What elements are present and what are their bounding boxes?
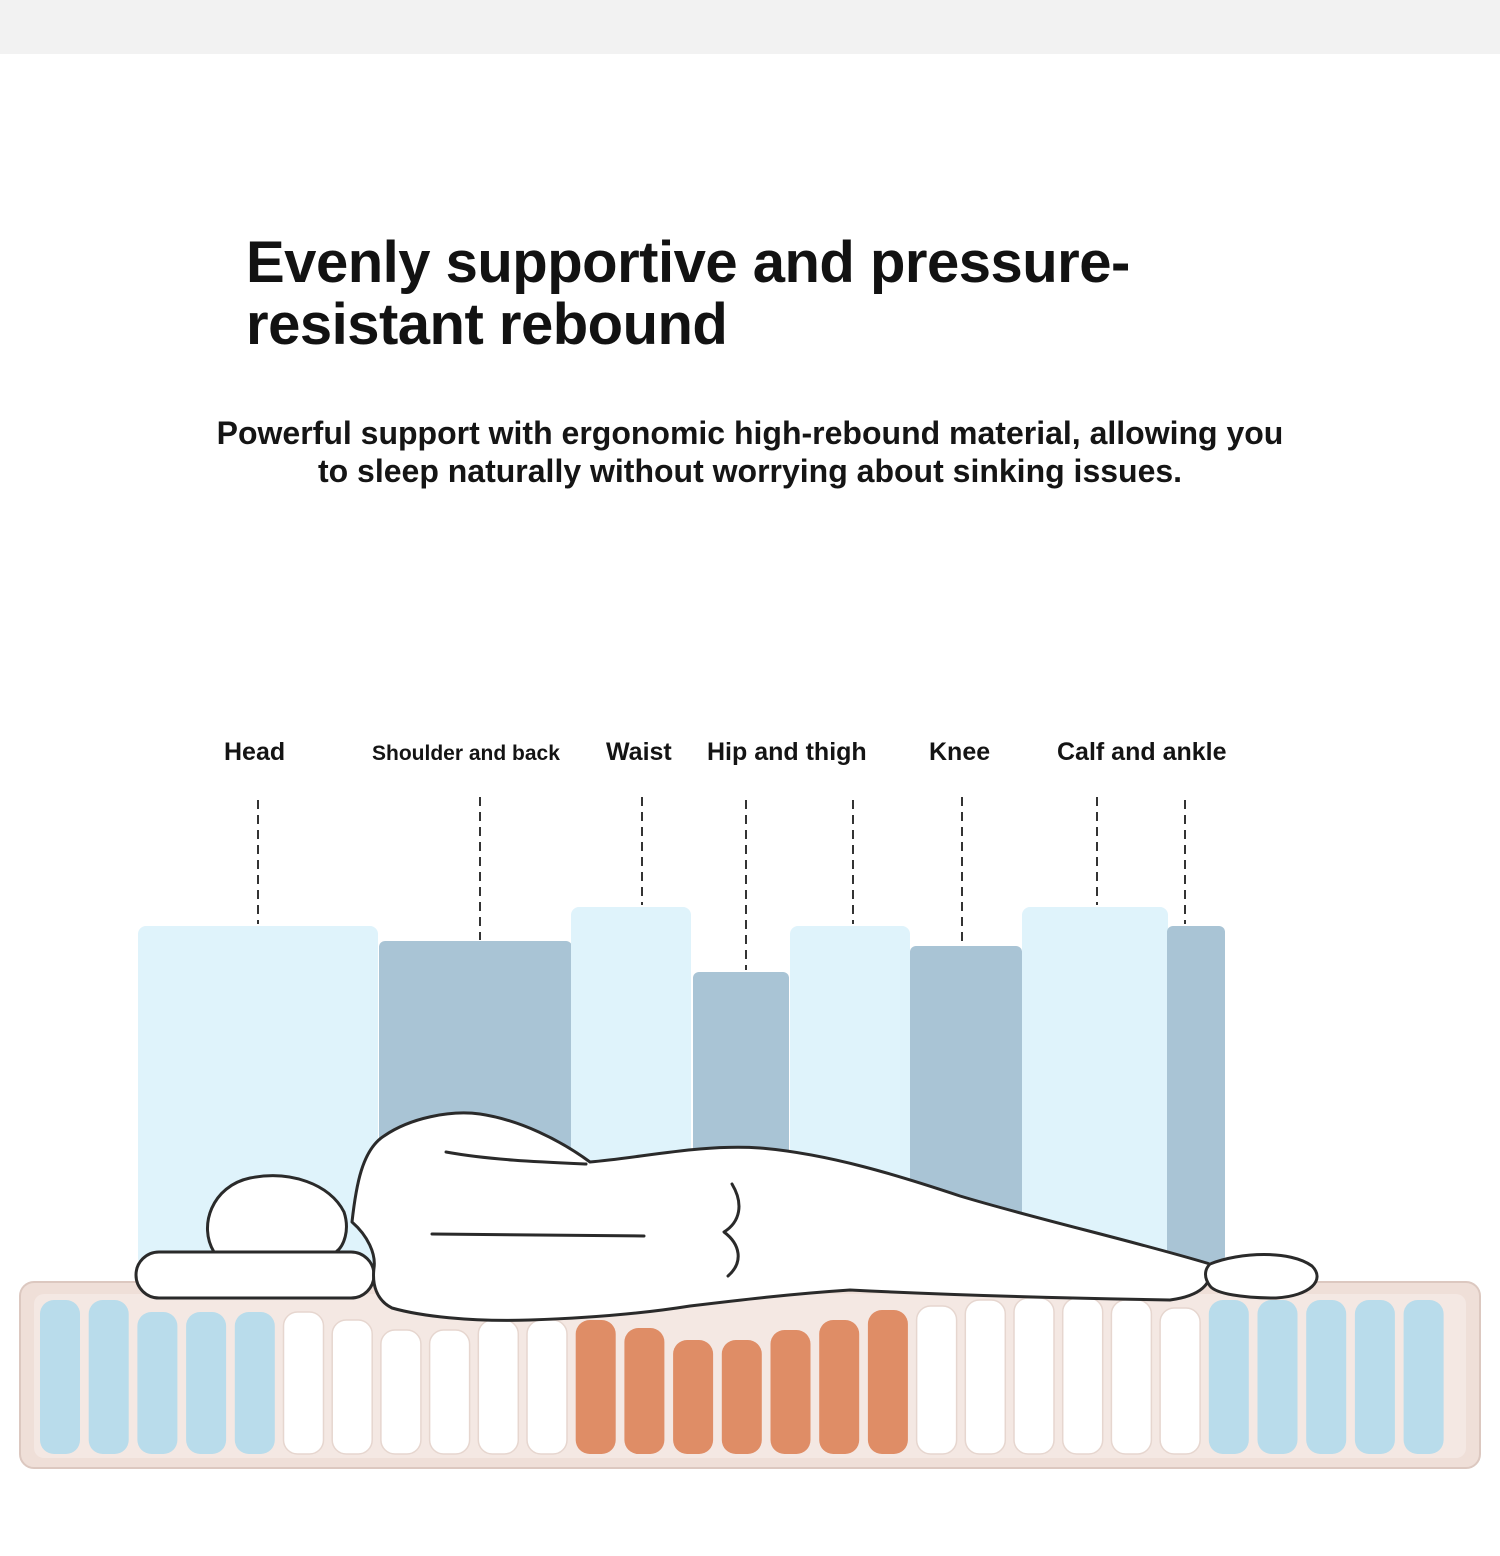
top-strip xyxy=(0,0,1500,54)
spring-coil xyxy=(770,1330,811,1454)
spring-coil xyxy=(234,1312,275,1454)
zone-label-waist: Waist xyxy=(606,738,672,766)
spring-coil xyxy=(1159,1307,1201,1455)
support-column-head xyxy=(138,926,378,1266)
spring-coil xyxy=(819,1320,860,1454)
zone-label-head: Head xyxy=(224,738,286,766)
zone-label-hip-and-thigh: Hip and thigh xyxy=(707,738,867,766)
headline: Evenly supportive and pressure- resistan… xyxy=(246,232,1246,356)
support-column-calf xyxy=(1022,907,1168,1262)
spring-coil xyxy=(867,1310,908,1454)
spring-coil xyxy=(331,1319,373,1455)
spring-coil xyxy=(137,1312,178,1454)
spring-coil xyxy=(1306,1300,1347,1454)
spring-coil xyxy=(1061,1297,1104,1455)
back-contour xyxy=(430,1232,646,1238)
spring-coil xyxy=(1013,1297,1055,1455)
zone-label-knee: Knee xyxy=(929,738,991,766)
support-column-ankle xyxy=(1167,926,1225,1262)
mattress-springs xyxy=(40,1297,1444,1455)
spring-coil xyxy=(380,1329,422,1455)
spring-coil xyxy=(186,1312,227,1454)
spring-coil xyxy=(1354,1300,1395,1454)
body-head xyxy=(205,1174,348,1254)
spring-coil xyxy=(477,1319,520,1455)
subheadline: Powerful support with ergonomic high-reb… xyxy=(150,414,1350,490)
spring-coil xyxy=(1403,1300,1444,1454)
spring-coil xyxy=(428,1329,471,1455)
spring-coil xyxy=(1208,1300,1249,1454)
spring-coil xyxy=(964,1299,1007,1455)
feet xyxy=(1204,1253,1319,1300)
support-column-knee xyxy=(910,946,1022,1262)
spring-coil xyxy=(915,1305,958,1455)
spring-coil xyxy=(673,1340,714,1454)
headline-line-2: resistant rebound xyxy=(246,292,728,357)
spring-coil xyxy=(282,1311,325,1455)
leader-lines xyxy=(257,797,1186,970)
subheadline-line-2: to sleep naturally without worrying abou… xyxy=(317,453,1183,489)
zone-label-calf-and-ankle: Calf and ankle xyxy=(1057,738,1227,766)
spring-coil xyxy=(721,1340,762,1454)
sleeping-body xyxy=(205,1111,1319,1322)
spring-coil xyxy=(1257,1300,1298,1454)
spring-coil xyxy=(40,1300,80,1454)
hip-contour xyxy=(722,1182,741,1278)
spring-coil xyxy=(88,1300,129,1454)
spring-coil xyxy=(575,1320,616,1454)
pillow xyxy=(134,1250,376,1300)
spring-coil xyxy=(1110,1299,1153,1455)
shoulder-contour xyxy=(444,1150,588,1166)
spring-coil xyxy=(624,1328,665,1454)
spring-coil xyxy=(526,1319,568,1455)
headline-line-1: Evenly supportive and pressure- xyxy=(246,230,1130,295)
zone-label-shoulder-and-back: Shoulder and back xyxy=(372,742,560,765)
subheadline-line-1: Powerful support with ergonomic high-reb… xyxy=(216,415,1284,451)
